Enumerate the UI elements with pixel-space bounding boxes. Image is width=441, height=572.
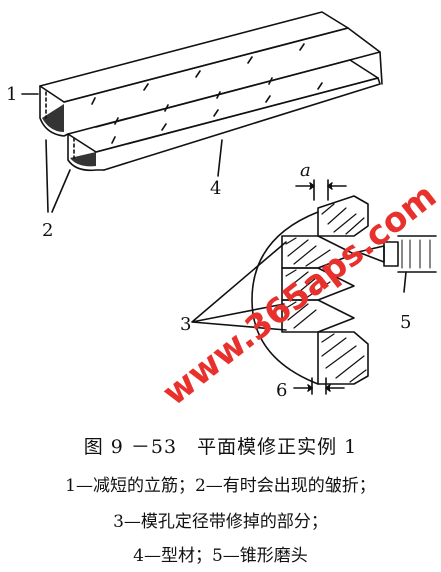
die-section: [251, 179, 369, 395]
wrinkles-lower: [114, 77, 273, 125]
die-tooth-2: [281, 235, 355, 269]
label-6: 6: [276, 380, 287, 401]
die-arc: [251, 211, 319, 385]
legend-line-3: 4—型材；5—锥形磨头: [133, 546, 308, 566]
dim-6-extension: [311, 377, 327, 395]
die-tooth-4: [281, 299, 355, 333]
wrinkles-middle: [111, 82, 323, 144]
label-4: 4: [210, 178, 221, 199]
watermark: www.365aps.com: [155, 176, 441, 414]
hatch-bottom: [321, 333, 367, 383]
reduced-rib-lower: [70, 152, 96, 167]
leader-2: [45, 139, 71, 213]
leader-4: [217, 139, 223, 177]
die-tooth-bottom: [317, 331, 369, 385]
profile-upper-right-face: [63, 27, 381, 128]
label-2: 2: [42, 220, 53, 241]
figure-caption-title: 图 9 －53 平面模修正实例 1: [83, 436, 358, 458]
leader-3: [191, 241, 287, 331]
hatch-4: [285, 301, 317, 329]
grinder-knurl: [401, 239, 431, 269]
profile-front-upper: [39, 85, 69, 137]
dim-a-extension: [313, 179, 329, 201]
diagram-svg: 1 2 4 a 3 5 6 www.365aps.com: [6, 11, 441, 414]
legend-line-1: 1—减短的立筋；2—有时会出现的皱折；: [65, 476, 376, 496]
profile-front-lower: [67, 133, 105, 172]
profile-hidden-lines: [45, 91, 75, 159]
profile-upper-left-face: [39, 11, 349, 103]
profile-lower-right-face: [95, 77, 381, 171]
dim-6-arrowheads: [307, 384, 331, 392]
label-1: 1: [6, 84, 17, 105]
profile-drawing: [39, 11, 383, 172]
label-3: 3: [180, 314, 191, 335]
die-tooth-3: [281, 267, 355, 301]
dim-a-arrowheads: [309, 182, 333, 190]
hatch-2: [285, 237, 331, 267]
label-a: a: [300, 160, 311, 181]
label-5: 5: [400, 312, 411, 333]
grinder-shank: [397, 235, 437, 273]
leader-5: [403, 271, 407, 293]
diagram-figure: 1 2 4 a 3 5 6 www.365aps.com: [6, 11, 441, 414]
profile-upper-edge: [379, 51, 383, 85]
legend-line-2: 3—模孔定径带修掉的部分；: [113, 512, 328, 532]
hatch-top: [321, 203, 365, 235]
cone-collar: [383, 241, 399, 267]
wrinkles-upper: [91, 43, 305, 105]
cone-grinder: [357, 235, 437, 293]
reduced-rib-upper: [42, 104, 64, 132]
hatch-3: [285, 269, 331, 299]
